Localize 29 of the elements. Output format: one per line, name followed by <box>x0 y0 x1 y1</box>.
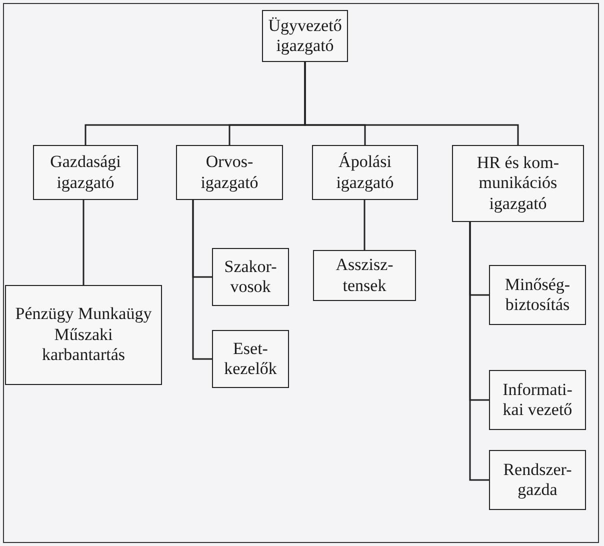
org-box <box>312 145 418 200</box>
box-label: Ápolási igazgató <box>335 152 395 193</box>
box-label: Asszisz-tensek <box>334 255 394 296</box>
org-box <box>262 10 348 62</box>
connector-line <box>82 200 84 285</box>
box-label: HR és kom-munikációs igazgató <box>476 152 560 214</box>
box-label: Orvos-igazgató <box>200 152 260 193</box>
box-label: Pénzügy Munkaügy Műszaki karbantartás <box>14 304 153 366</box>
org-box <box>489 370 586 430</box>
connector-line <box>192 200 212 360</box>
box-label: Informati-kai vezető <box>502 380 574 420</box>
org-box <box>452 145 584 222</box>
org-box <box>212 330 289 388</box>
box-label: Ügyvezető igazgató <box>268 16 342 56</box>
org-box <box>5 285 162 385</box>
box-label: Eset-kezelők <box>223 338 278 380</box>
org-box <box>176 145 283 200</box>
box-label: Szakor-vosok <box>223 256 278 298</box>
connector-line <box>304 62 519 145</box>
org-box <box>212 248 289 306</box>
org-box <box>489 265 586 325</box>
box-label: Minőség-biztosítás <box>504 274 572 316</box>
org-box <box>313 250 416 301</box>
connector-line <box>364 200 366 250</box>
org-box <box>489 450 586 510</box>
box-label: Gazdasági igazgató <box>49 152 122 193</box>
box-label: Rendszer-gazda <box>502 460 573 500</box>
connector-line <box>469 222 489 481</box>
org-box <box>33 145 138 200</box>
